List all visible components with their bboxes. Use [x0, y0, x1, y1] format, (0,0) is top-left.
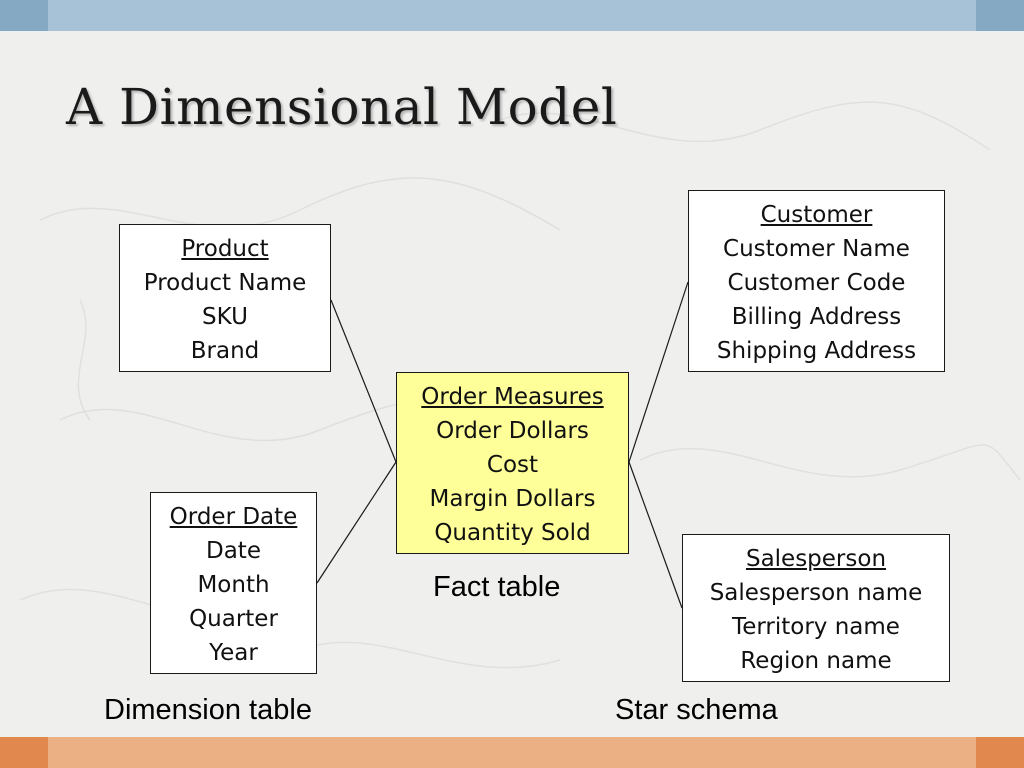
customer-field: Customer Name — [723, 236, 910, 262]
product-field: Product Name — [143, 270, 307, 296]
bottom-bar-right-cap — [976, 737, 1024, 768]
order-date-field: Quarter — [189, 606, 278, 632]
customer-field: Shipping Address — [716, 338, 917, 364]
customer-dimension-table: Customer Customer Name Customer Code Bil… — [688, 190, 945, 372]
top-bar-right-cap — [976, 0, 1024, 31]
top-accent-bar — [0, 0, 1024, 31]
top-bar-left-cap — [0, 0, 48, 31]
slide-title: A Dimensional Model — [66, 78, 618, 136]
order-date-field: Date — [206, 538, 261, 564]
salesperson-field: Territory name — [732, 614, 900, 640]
connector-order-date — [316, 461, 397, 584]
fact-table-caption: Fact table — [433, 571, 561, 603]
fact-field: Margin Dollars — [429, 486, 596, 512]
customer-header: Customer — [760, 202, 873, 228]
salesperson-dimension-table: Salesperson Salesperson name Territory n… — [682, 534, 950, 682]
product-field: SKU — [202, 304, 248, 330]
bottom-accent-bar — [0, 737, 1024, 768]
connector-product — [330, 299, 397, 463]
fact-field: Quantity Sold — [434, 520, 591, 546]
order-date-dimension-table: Order Date Date Month Quarter Year — [150, 492, 317, 674]
customer-field: Billing Address — [731, 304, 902, 330]
order-date-field: Year — [209, 640, 258, 666]
dimension-table-caption: Dimension table — [104, 694, 312, 726]
order-measures-fact-table: Order Measures Order Dollars Cost Margin… — [396, 372, 629, 554]
product-header: Product — [181, 236, 269, 262]
salesperson-header: Salesperson — [745, 546, 887, 572]
salesperson-field: Region name — [740, 648, 892, 674]
salesperson-field: Salesperson name — [709, 580, 923, 606]
product-dimension-table: Product Product Name SKU Brand — [119, 224, 331, 372]
customer-field: Customer Code — [727, 270, 906, 296]
bottom-bar-left-cap — [0, 737, 48, 768]
star-schema-caption: Star schema — [615, 694, 778, 726]
connector-salesperson — [628, 461, 683, 609]
product-field: Brand — [190, 338, 260, 364]
fact-header: Order Measures — [421, 384, 604, 410]
fact-field: Cost — [486, 452, 539, 478]
order-date-field: Month — [197, 572, 270, 598]
fact-field: Order Dollars — [436, 418, 589, 444]
order-date-header: Order Date — [169, 504, 298, 530]
connector-customer — [628, 281, 689, 463]
